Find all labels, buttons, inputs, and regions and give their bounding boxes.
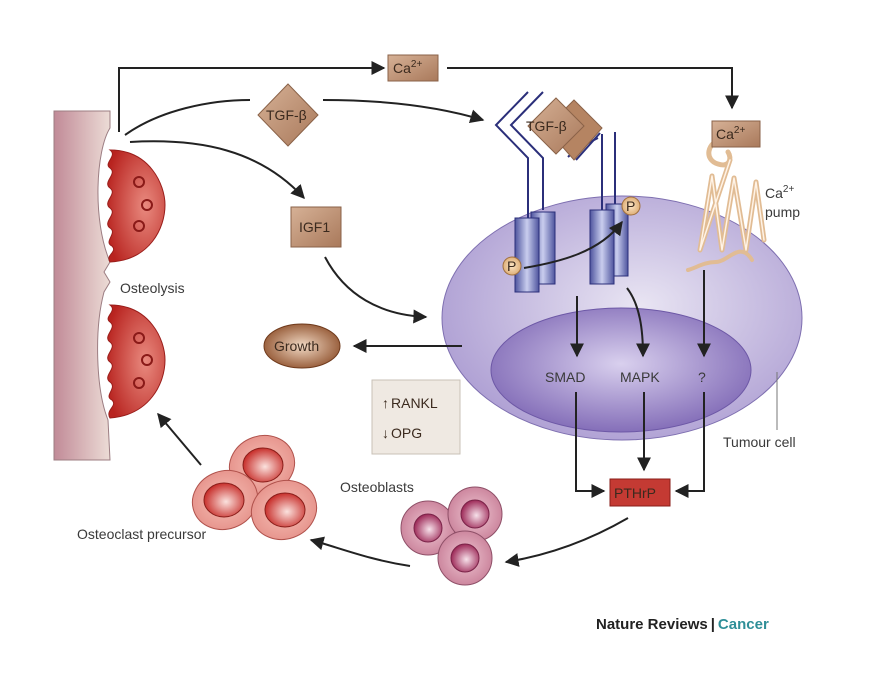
osteolysis-label: Osteolysis (120, 280, 185, 296)
arrow-igf1-to-cell (324, 256, 428, 324)
svg-text:IGF1: IGF1 (299, 219, 330, 235)
arrow-receptor-to-mapk (626, 287, 650, 358)
igf1-box: IGF1 (290, 206, 342, 248)
svg-text:Growth: Growth (274, 338, 319, 354)
osteoclast-top (107, 149, 166, 263)
arrow-ca-to-pump (447, 67, 739, 110)
arrow-pthrp-to-osteoblasts (504, 517, 629, 567)
bone-matrix (53, 110, 111, 461)
tgf-receptor-complex: TGF-β P P (494, 91, 641, 293)
journal-section: Cancer (717, 616, 769, 633)
ca-pump-ion-box: Ca2+ (711, 120, 761, 148)
svg-text:PTHrP: PTHrP (614, 485, 656, 501)
ca-top-box: Ca2+ (387, 54, 439, 82)
arrow-smad-to-pthrp (575, 392, 606, 498)
up-arrow-icon: ↑ (382, 395, 389, 411)
osteoclast-precursor-cells (191, 435, 318, 540)
phosphate-right: P (621, 196, 641, 216)
growth-ellipse: Growth (263, 323, 341, 369)
rankl-opg-box: ↑RANKL ↓OPG (371, 379, 461, 455)
arrow-osteoblasts-to-precursor (309, 536, 411, 567)
osteoclast-bottom (107, 304, 166, 419)
svg-text:P: P (626, 198, 635, 214)
arrow-bone-to-ca (118, 61, 386, 132)
svg-text:↓OPG: ↓OPG (382, 425, 422, 441)
ca-pump-label-line2: pump (765, 204, 800, 220)
down-arrow-icon: ↓ (382, 425, 389, 441)
journal-name: Nature Reviews (596, 616, 708, 633)
svg-text:Ca2+: Ca2+ (393, 59, 422, 76)
osteoclast-precursor-label: Osteoclast precursor (77, 526, 206, 542)
osteoblast-cells (400, 486, 503, 586)
osteoblasts-label: Osteoblasts (340, 479, 414, 495)
ca-pump-label-line1: Ca2+ (765, 184, 794, 201)
phosphate-left: P (502, 256, 522, 276)
nucleus (490, 307, 752, 433)
svg-text:P: P (507, 258, 516, 274)
credit-separator: | (710, 616, 715, 633)
arrow-bone-to-tgf (124, 99, 251, 136)
svg-text:Ca2+: Ca2+ (716, 125, 745, 142)
svg-text:TGF-β: TGF-β (266, 107, 307, 123)
pthrp-box: PTHrP (609, 478, 671, 507)
svg-text:TGF-β: TGF-β (526, 118, 567, 134)
tumour-cell-label: Tumour cell (723, 434, 796, 450)
arrow-tgf-to-receptor (322, 99, 485, 124)
unknown-label: ? (698, 369, 706, 385)
svg-text:↑RANKL: ↑RANKL (382, 395, 438, 411)
smad-label: SMAD (545, 369, 585, 385)
arrow-unknown-to-pthrp (674, 392, 705, 498)
arrow-bone-to-igf1 (129, 140, 305, 200)
tgf-beta-diamond: TGF-β (257, 83, 319, 147)
journal-credit: Nature Reviews|Cancer (596, 616, 769, 633)
arrow-precursor-to-osteoclast (157, 412, 202, 466)
mapk-label: MAPK (620, 369, 660, 385)
